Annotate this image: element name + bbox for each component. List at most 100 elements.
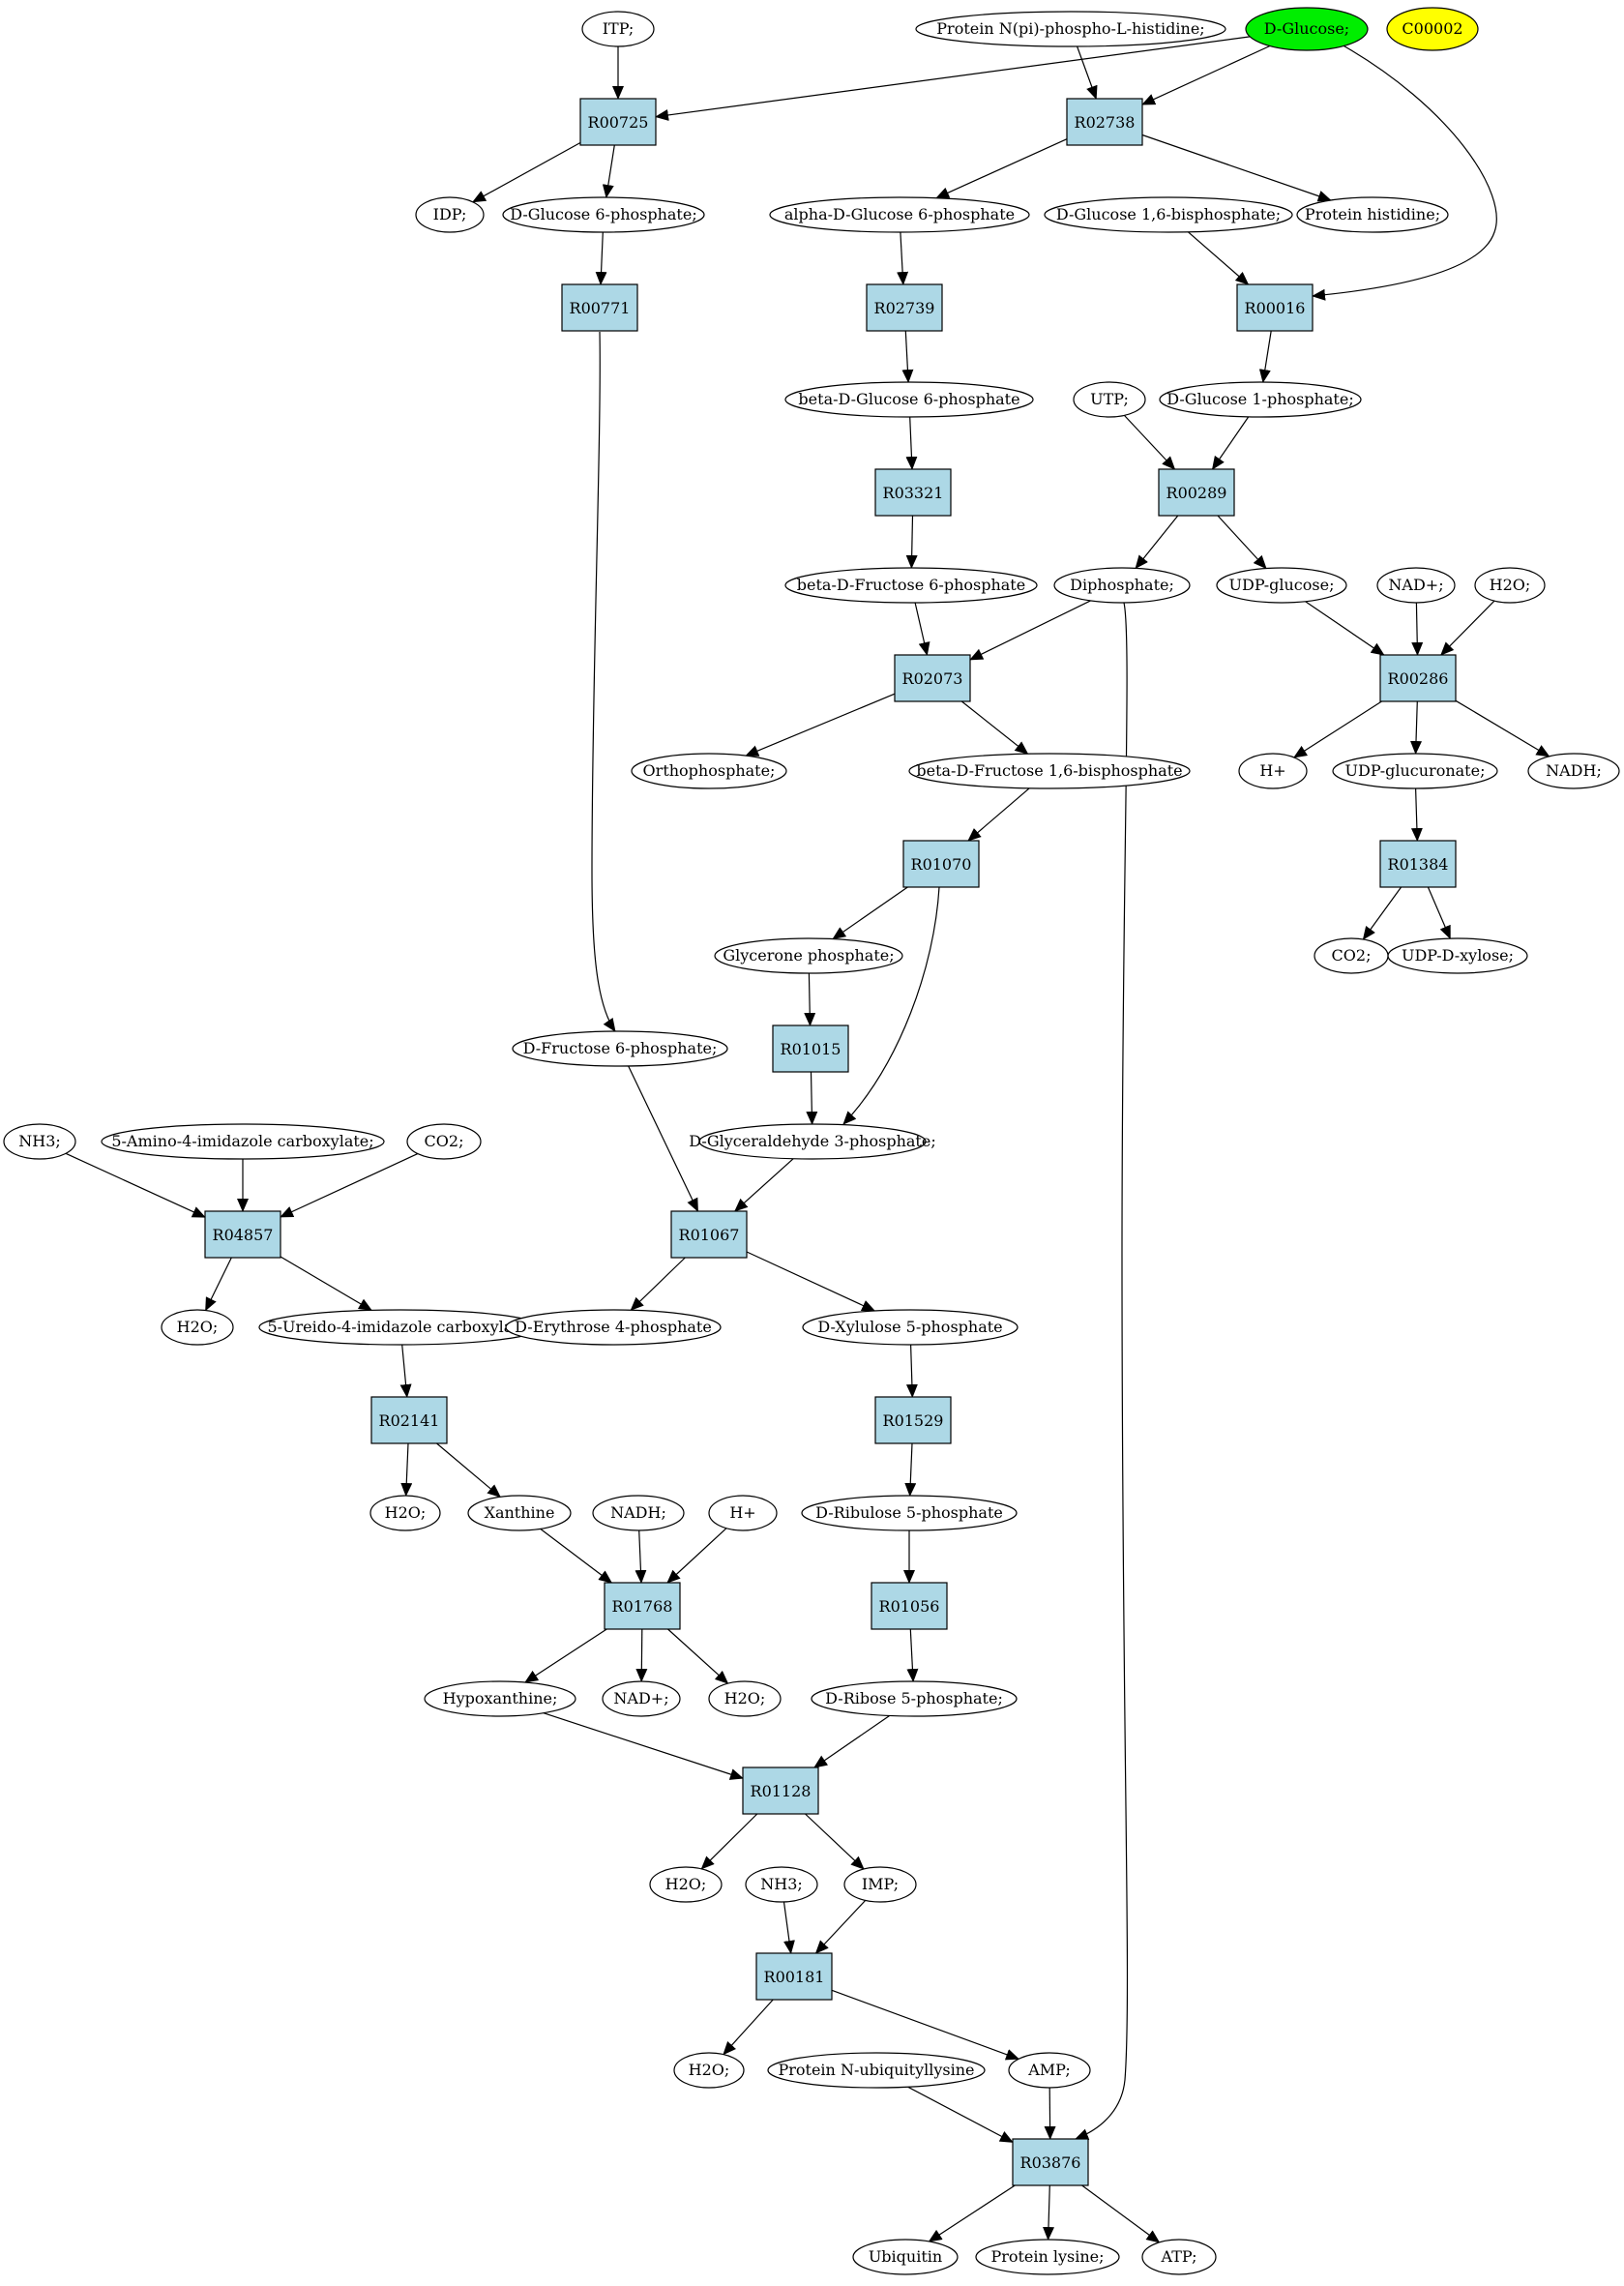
compound-label: AMP; [1027, 2061, 1071, 2079]
compound-label: UDP-glucuronate; [1345, 761, 1486, 780]
reaction-node-R01056[interactable]: R01056 [871, 1582, 948, 1630]
compound-node-bdf16bp[interactable]: beta-D-Fructose 1,6-bisphosphate [908, 753, 1191, 789]
reaction-node-R00286[interactable]: R00286 [1379, 654, 1457, 702]
reaction-node-R01070[interactable]: R01070 [902, 840, 980, 888]
reaction-node-R02738[interactable]: R02738 [1066, 98, 1143, 146]
compound-node-hplus_r[interactable]: H+ [1238, 753, 1308, 789]
compound-node-itp[interactable]: ITP; [581, 11, 655, 47]
edge-ureido-to-R02141 [399, 1344, 412, 1398]
compound-node-c00002[interactable]: C00002 [1386, 7, 1479, 51]
compound-node-de4p[interactable]: D-Erythrose 4-phosphate [505, 1309, 722, 1346]
compound-node-aica[interactable]: 5-Amino-4-imidazole carboxylate; [101, 1123, 385, 1160]
edge-R01067-to-de4p [630, 1257, 686, 1311]
compound-node-hplus_m[interactable]: H+ [708, 1495, 778, 1531]
compound-node-dr5p[interactable]: D-Ribose 5-phosphate; [811, 1680, 1018, 1717]
compound-node-udpxyl[interactable]: UDP-D-xylose; [1387, 937, 1528, 974]
reaction-label: R03321 [883, 484, 944, 502]
compound-node-dg1p[interactable]: D-Glucose 1-phosphate; [1159, 381, 1362, 418]
edge-nh3_m-to-R00181 [782, 1901, 795, 1954]
reaction-node-R00725[interactable]: R00725 [579, 98, 657, 146]
compound-node-idp[interactable]: IDP; [415, 196, 485, 233]
compound-node-bdf6p[interactable]: beta-D-Fructose 6-phosphate [784, 567, 1038, 604]
compound-node-h2o_d[interactable]: H2O; [673, 2052, 745, 2089]
compound-node-ureido[interactable]: 5-Ureido-4-imidazole carboxylate; [258, 1309, 543, 1346]
reaction-node-R01067[interactable]: R01067 [670, 1210, 748, 1259]
reaction-node-R00771[interactable]: R00771 [561, 283, 638, 332]
compound-label: UDP-D-xylose; [1402, 946, 1514, 965]
compound-node-co2_r[interactable]: CO2; [1314, 937, 1389, 974]
compound-node-xanth[interactable]: Xanthine [467, 1495, 572, 1531]
compound-label: Orthophosphate; [643, 761, 776, 780]
compound-node-nh3_l[interactable]: NH3; [3, 1123, 76, 1160]
compound-node-bdg6p[interactable]: beta-D-Glucose 6-phosphate [784, 381, 1034, 418]
compound-node-amp[interactable]: AMP; [1008, 2052, 1091, 2089]
compound-node-ubiq[interactable]: Ubiquitin [852, 2239, 959, 2275]
compound-node-nadh_r[interactable]: NADH; [1527, 753, 1620, 789]
reaction-node-R01384[interactable]: R01384 [1379, 840, 1457, 888]
compound-label: H2O; [689, 2061, 730, 2079]
compound-node-h2o_top[interactable]: H2O; [1474, 567, 1546, 604]
compound-label: H2O; [724, 1689, 766, 1707]
compound-node-h2o_b[interactable]: H2O; [708, 1680, 782, 1717]
reaction-node-R02739[interactable]: R02739 [866, 283, 943, 332]
compound-label: Ubiquitin [869, 2247, 942, 2266]
compound-node-dg16bp[interactable]: D-Glucose 1,6-bisphosphate; [1044, 196, 1293, 233]
compound-node-imp[interactable]: IMP; [843, 1866, 917, 1903]
compound-node-udpglcu[interactable]: UDP-glucuronate; [1332, 753, 1498, 789]
reaction-box [579, 98, 657, 146]
compound-node-h2o_c[interactable]: H2O; [649, 1866, 723, 1903]
reaction-node-R00181[interactable]: R00181 [755, 1952, 833, 2001]
compound-node-prothis[interactable]: Protein histidine; [1296, 196, 1449, 233]
reaction-box [1158, 468, 1235, 517]
compound-node-glycp[interactable]: Glycerone phosphate; [714, 937, 903, 974]
reaction-box [742, 1766, 819, 1815]
edge-protubi-to-R03876 [907, 2086, 1014, 2143]
edge-R01768-to-hypox [524, 1628, 607, 1683]
reaction-node-R01768[interactable]: R01768 [604, 1582, 681, 1630]
compound-node-h2o_l[interactable]: H2O; [161, 1309, 234, 1346]
reaction-node-R01529[interactable]: R01529 [874, 1396, 952, 1444]
compound-node-dglucose[interactable]: D-Glucose; [1245, 7, 1369, 51]
compound-ellipse [1141, 2239, 1217, 2275]
reaction-node-R01128[interactable]: R01128 [742, 1766, 819, 1815]
compound-ellipse [843, 1866, 917, 1903]
edge-R01128-to-h2o_c [700, 1813, 758, 1870]
compound-node-nadp_m[interactable]: NAD+; [602, 1680, 681, 1717]
compound-node-udpglc[interactable]: UDP-glucose; [1216, 567, 1347, 604]
reaction-node-R03321[interactable]: R03321 [874, 468, 952, 517]
compound-node-co2_l[interactable]: CO2; [406, 1123, 482, 1160]
compound-node-dru5p[interactable]: D-Ribulose 5-phosphate [801, 1495, 1018, 1531]
reaction-node-R00016[interactable]: R00016 [1236, 283, 1314, 332]
reaction-node-R04857[interactable]: R04857 [204, 1210, 281, 1259]
compound-node-orthop[interactable]: Orthophosphate; [631, 753, 787, 789]
reaction-node-R03876[interactable]: R03876 [1012, 2138, 1089, 2186]
compound-node-dga3p[interactable]: D-Glyceraldehyde 3-phosphate; [689, 1123, 936, 1160]
compound-node-dx5p[interactable]: D-Xylulose 5-phosphate [802, 1309, 1019, 1346]
edge-R00289-to-diphos [1135, 515, 1179, 570]
reaction-label: R00771 [570, 299, 631, 317]
reaction-label: R01529 [883, 1411, 944, 1430]
compound-node-dg6p[interactable]: D-Glucose 6-phosphate; [502, 196, 705, 233]
compound-node-nadh_m[interactable]: NADH; [592, 1495, 685, 1531]
reaction-node-R02141[interactable]: R02141 [370, 1396, 448, 1444]
reaction-node-R01015[interactable]: R01015 [772, 1024, 849, 1073]
compound-node-diphos[interactable]: Diphosphate; [1053, 567, 1191, 604]
compound-node-df6p[interactable]: D-Fructose 6-phosphate; [512, 1030, 728, 1067]
reaction-box [755, 1952, 833, 2001]
compound-node-adg6p[interactable]: alpha-D-Glucose 6-phosphate [769, 196, 1030, 233]
edge-dga3p-to-R01067 [734, 1158, 794, 1212]
compound-node-atp[interactable]: ATP; [1141, 2239, 1217, 2275]
reaction-node-R00289[interactable]: R00289 [1158, 468, 1235, 517]
compound-node-protlys[interactable]: Protein lysine; [975, 2239, 1120, 2275]
edge-R03876-to-atp [1081, 2184, 1161, 2243]
compound-node-hypox[interactable]: Hypoxanthine; [424, 1680, 576, 1717]
compound-node-nadp_top[interactable]: NAD+; [1376, 567, 1456, 604]
compound-node-nh3_m[interactable]: NH3; [745, 1866, 818, 1903]
compound-node-h2o_a[interactable]: H2O; [369, 1495, 441, 1531]
compound-node-protubi[interactable]: Protein N-ubiquityllysine [767, 2052, 986, 2089]
compound-node-utp[interactable]: UTP; [1073, 381, 1146, 418]
reaction-box [866, 283, 943, 332]
compound-node-prot_nphos[interactable]: Protein N(pi)-phospho-L-histidine; [915, 11, 1226, 47]
reaction-node-R02073[interactable]: R02073 [894, 654, 971, 702]
